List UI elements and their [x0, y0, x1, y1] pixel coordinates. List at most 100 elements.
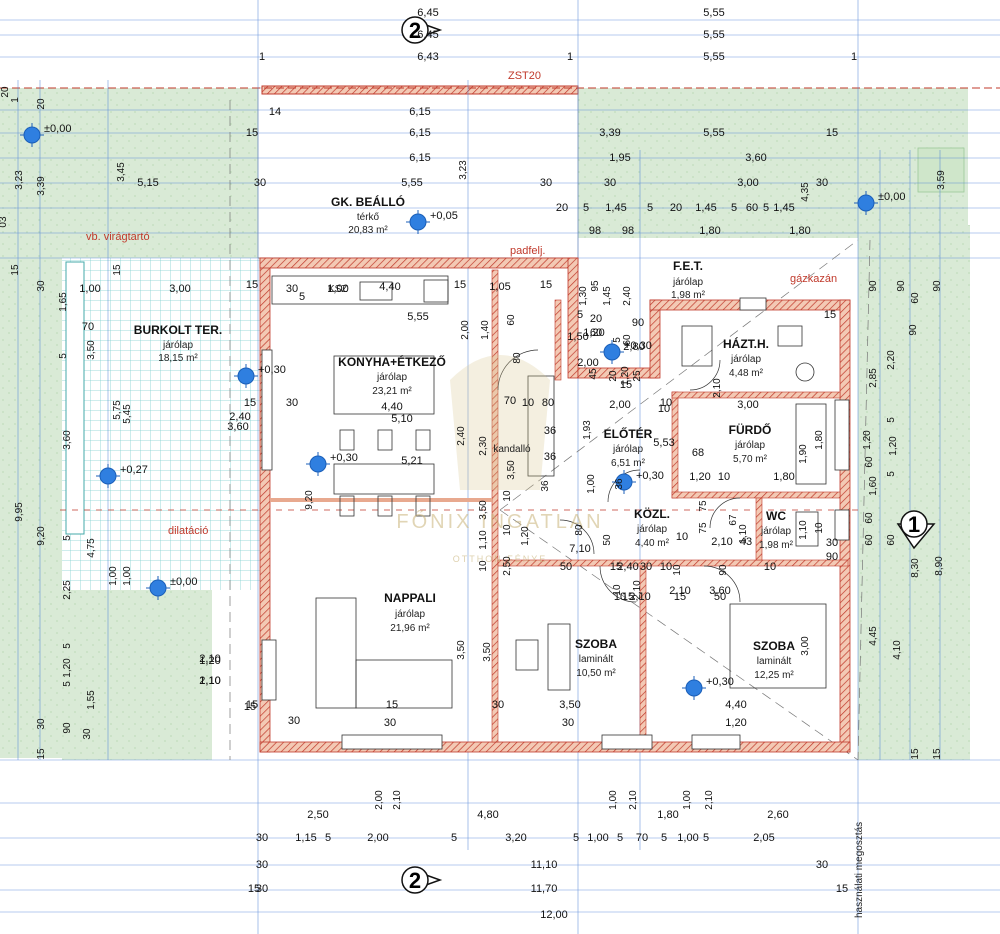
dimension-label: 36 [544, 451, 556, 463]
dimension-label: 2,40 [229, 411, 250, 423]
dimension-label: 4,40 [381, 401, 402, 413]
dimension-label: 10 [658, 403, 670, 415]
level-marker: ±0,00 [146, 576, 197, 600]
dimension-label: 1,65 [58, 292, 69, 312]
dimension-label: 15 [674, 591, 686, 603]
kitchen-area: 23,21 m² [372, 386, 412, 397]
dimension-label: 1,20 [199, 655, 220, 667]
viragtarto-label: vb. virágtartó [86, 231, 150, 243]
dimension-label: 9,20 [304, 490, 315, 510]
dimension-label: 10 [660, 561, 672, 573]
dimension-label: 1,00 [682, 790, 693, 810]
dimension-label: 30 [826, 537, 838, 549]
dimension-label: 2,80 [623, 341, 644, 353]
dimension-label: 1,20 [583, 327, 604, 339]
dimension-label: 3,39 [36, 176, 47, 196]
level-value: ±0,00 [878, 191, 905, 203]
dimension-label: 1,45 [773, 202, 794, 214]
dimension-label: 1,50 [567, 331, 588, 343]
dimension-label: 2,60 [767, 809, 788, 821]
dimension-label: 1 [259, 51, 265, 63]
dimension-label: 43 [740, 536, 752, 548]
dimension-label: 30 [816, 177, 828, 189]
axis-label-right: 1 [908, 512, 920, 537]
dimension-label: 10 [502, 490, 513, 502]
bath-floor: járólap [734, 440, 765, 451]
dimension-label: 2,50 [502, 556, 513, 576]
windows [261, 297, 850, 750]
dimension-label: 12,00 [540, 909, 568, 921]
dimension-label: 1,90 [798, 444, 809, 464]
dimension-label: 1,00 [608, 790, 619, 810]
dimension-label: 9,20 [36, 526, 47, 546]
dimension-label: 3,50 [506, 460, 517, 480]
dimension-label: 98 [589, 225, 601, 237]
dimension-label: 1,20 [862, 430, 873, 450]
dimension-label: 67 [728, 514, 739, 526]
dimension-label: 1,40 [480, 320, 491, 340]
dimension-label: 1,20 [62, 658, 73, 678]
dimension-label: 5 [763, 202, 769, 214]
axis-marker-right: 1 [896, 510, 936, 550]
dimension-label: 30 [286, 283, 298, 295]
dimension-label: 3,60 [62, 430, 73, 450]
dimension-label: 30 [36, 718, 47, 730]
level-marker-dot [237, 367, 255, 385]
dimension-label: 5 [617, 832, 623, 844]
dimension-label: 5 [299, 291, 305, 303]
zst-label: ZST20 [508, 70, 541, 82]
dimension-label: 4,35 [800, 182, 811, 202]
dimension-label: 6,15 [409, 152, 430, 164]
dimension-label: 5,75 [112, 400, 123, 420]
kitchen-floor: járólap [376, 372, 407, 383]
dimension-label: 3,00 [737, 399, 758, 411]
dimension-label: 20 [670, 202, 682, 214]
room2-name: SZOBA [753, 639, 795, 653]
level-value: +0,30 [624, 340, 652, 352]
dimension-label: 15 [246, 279, 258, 291]
dimension-label: 50 [714, 591, 726, 603]
wc-floor: járólap [760, 526, 791, 537]
dimension-label: 15 [36, 748, 47, 760]
dimension-label: 5,55 [407, 311, 428, 323]
fet-floor: járólap [672, 277, 703, 288]
gazkazan-label: gázkazán [790, 273, 837, 285]
dimension-label: 1,00 [587, 832, 608, 844]
dimension-label: 5,21 [401, 455, 422, 467]
room-labels: GK. BEÁLLÓ térkő 20,83 m² BURKOLT TER. j… [134, 194, 796, 681]
dimension-label: 3,60 [745, 152, 766, 164]
level-value: +0,30 [636, 470, 664, 482]
level-value: +0,30 [330, 452, 358, 464]
dimension-label: 03 [0, 216, 9, 228]
dimension-label: 1 [10, 97, 21, 103]
dimension-label: 30 [816, 859, 828, 871]
dimension-label: 1,20 [725, 717, 746, 729]
kandallo-label: kandalló [493, 444, 531, 455]
dimension-label: 70 [82, 321, 94, 333]
dimension-label: 1,45 [605, 202, 626, 214]
fet-area: 1,98 m² [671, 290, 706, 301]
dimension-label: 30 [256, 883, 268, 895]
dimension-label: 25 [632, 370, 643, 382]
garage-area: 20,83 m² [348, 225, 388, 236]
corridor-name: KÖZL. [634, 506, 670, 521]
dimension-label: 45 [588, 368, 599, 380]
terrace-area: 18,15 m² [158, 353, 198, 364]
dimension-label: 2,05 [753, 832, 774, 844]
level-marker: +0,05 [406, 210, 458, 234]
dimension-label: 4,40 [725, 699, 746, 711]
dimension-label: 1,20 [888, 436, 899, 456]
dimension-label: 5 [731, 202, 737, 214]
level-marker-dot [857, 194, 875, 212]
dimension-label: 4,40 [379, 281, 400, 293]
dimension-label: 1,10 [478, 530, 489, 550]
dimension-label: 5,53 [653, 437, 674, 449]
dimension-label: 2,30 [478, 436, 489, 456]
dimension-label: 3,50 [482, 642, 493, 662]
dimension-label: 1,00 [677, 832, 698, 844]
living-name: NAPPALI [384, 591, 436, 605]
dimension-label: 90 [62, 722, 73, 734]
bath-name: FÜRDŐ [729, 422, 772, 437]
dimension-label: 15 [246, 699, 258, 711]
watermark: FŐNIX INGATLAN OTTHON FÉNYE [396, 355, 601, 564]
